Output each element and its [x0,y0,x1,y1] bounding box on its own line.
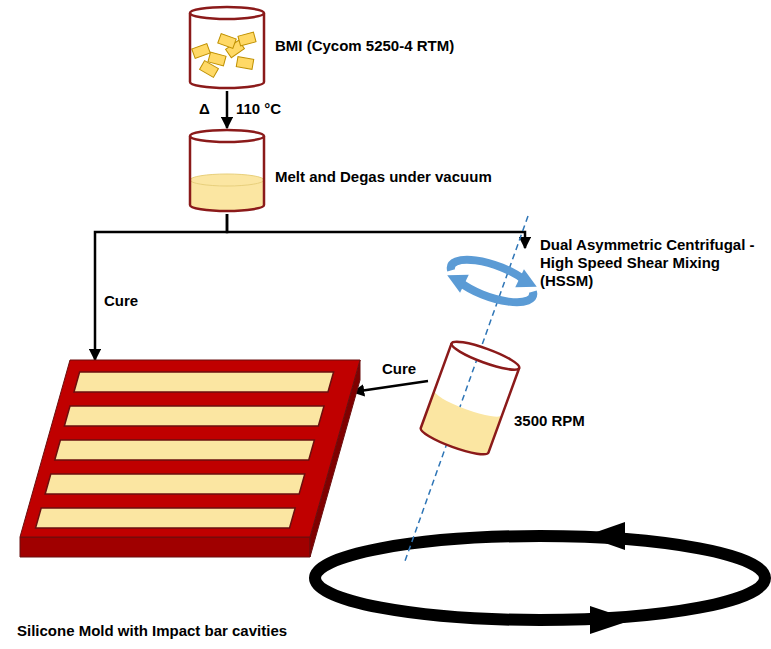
arrow-label: 110 °C [234,100,283,118]
beaker-node: Dual Asymmetric Centrifugal - High Speed… [420,236,771,476]
step-label: Melt and Degas under vacuum [275,168,492,186]
beaker-node: BMI (Cycom 5250-4 RTM) [187,5,458,91]
step-label: BMI (Cycom 5250-4 RTM) [275,37,454,55]
rotation-orbit [315,522,765,634]
beaker [187,5,267,91]
mold-node: Silicone Mold with Impact bar cavities [15,352,375,642]
silicone-mold [15,352,375,567]
flow-arrow [227,214,525,248]
arrow-label: Cure [380,360,418,378]
step-label: Silicone Mold with Impact bar cavities [17,622,287,640]
mixing-cup [420,236,771,476]
flow-arrow [226,91,229,128]
flow-arrow [353,381,428,392]
beaker-node: Melt and Degas under vacuum [187,128,496,214]
flow-arrow [95,214,227,360]
speed-label: 3500 RPM [512,412,587,430]
heat-symbol: Δ [197,100,212,118]
beaker [187,128,267,214]
step-label: Dual Asymmetric Centrifugal - High Speed… [540,236,765,290]
arrow-label: Cure [102,292,140,310]
